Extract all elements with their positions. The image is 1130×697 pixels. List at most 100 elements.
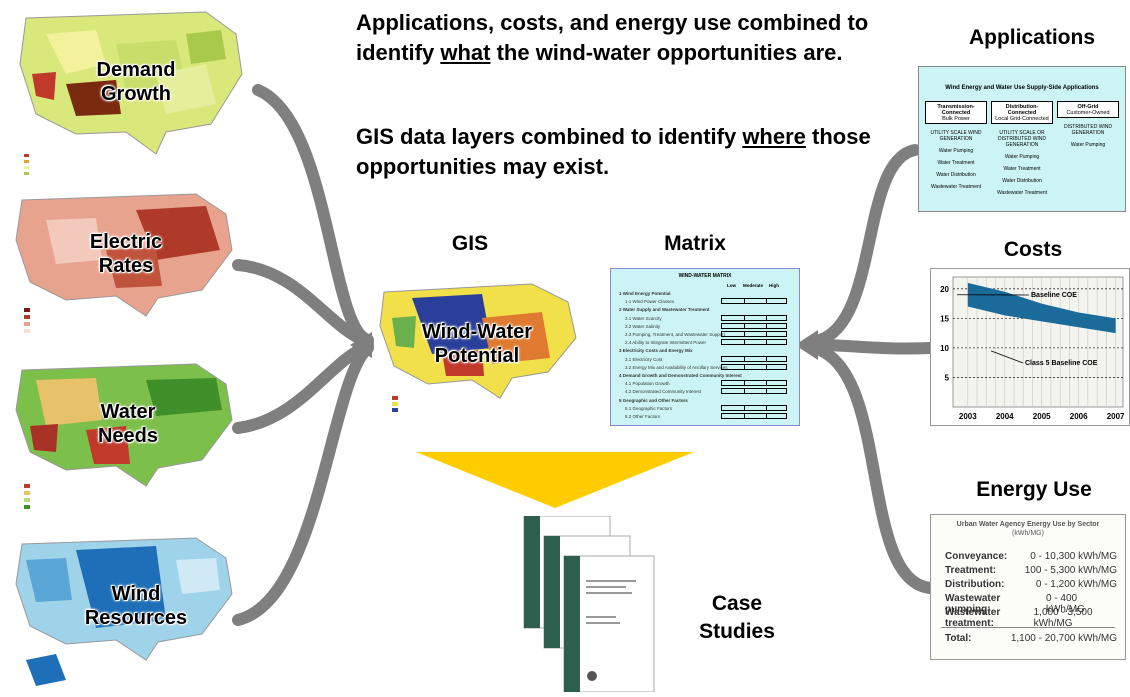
matrix-row-label: 2.3 Pumping, Treatment, and Wastewater S…	[625, 332, 725, 337]
cost-x-tick: 2004	[996, 412, 1014, 421]
case-label-2: Studies	[692, 618, 782, 646]
energy-total-row: Total: 1,100 - 20,700 kWh/MG	[945, 633, 1117, 644]
matrix-row-label: 2 Water Supply and Wastewater Treatment	[619, 307, 709, 312]
applications-column-sub: Bulk Power	[926, 116, 986, 122]
energy-row: Distribution: 0 - 1,200 kWh/MG	[945, 579, 1117, 590]
matrix-row-label: 3.2 Energy Mix and Availability of Ancil…	[625, 365, 727, 370]
energy-row-label: Distribution:	[945, 579, 1004, 590]
matrix-row-label: 3.1 Electricity Cost	[625, 357, 662, 362]
matrix-rating-boxes	[721, 315, 787, 321]
matrix-heading: Matrix	[640, 232, 750, 256]
matrix-col-moderate: Moderate	[743, 283, 763, 288]
intro-where-emphasis: where	[742, 124, 806, 149]
matrix-row-label: 1 Wind Energy Potential	[619, 291, 670, 296]
matrix-row-label: 2.2 Water Salinity	[625, 324, 660, 329]
intro-what-emphasis: what	[440, 40, 490, 65]
applications-item: Water Pumping	[1057, 142, 1119, 148]
energy-row-label: Conveyance:	[945, 551, 1007, 562]
energy-row-value: 1,000 - 3,500 kWh/MG	[1034, 607, 1117, 629]
matrix-rating-boxes	[721, 339, 787, 345]
matrix-row-label: 3 Electricity Costs and Energy Mix	[619, 348, 693, 353]
case-study-document-stack	[520, 516, 660, 692]
cost-x-tick: 2007	[1107, 412, 1125, 421]
matrix-row-label: 4.1 Population Growth	[625, 381, 670, 386]
case-label-1: Case	[692, 590, 782, 618]
matrix-row-label: 4 Demand Growth and Demonstrated Communi…	[619, 373, 742, 378]
costs-heading: Costs	[978, 238, 1088, 262]
matrix-rating-boxes	[721, 323, 787, 329]
matrix-row-label: 2.1 Water Scarcity	[625, 316, 662, 321]
map-label-needs: Needs	[68, 424, 188, 448]
applications-item: Wastewater Treatment	[925, 184, 987, 190]
matrix-row-label: 5.2 Other Factors	[625, 414, 660, 419]
case-studies-label: Case Studies	[692, 590, 782, 646]
cost-y-tick: 15	[940, 314, 949, 323]
cost-x-tick: 2005	[1033, 412, 1051, 421]
matrix-rating-boxes	[721, 388, 787, 394]
applications-item: Water Pumping	[991, 154, 1053, 160]
case-study-documents	[520, 516, 660, 692]
energy-row-label: Wastewater treatment:	[945, 607, 1034, 629]
matrix-rating-boxes	[721, 356, 787, 362]
applications-item: Water Treatment	[991, 166, 1053, 172]
energy-row: Treatment:100 - 5,300 kWh/MG	[945, 565, 1117, 576]
applications-item: UTILITY SCALE WIND GENERATION	[925, 130, 987, 142]
intro-what-tail: the wind-water opportunities are.	[490, 40, 842, 65]
matrix-row-label: 2.4 Ability to Integrate Intermittent Po…	[625, 340, 706, 345]
applications-item: Wastewater Treatment	[991, 190, 1053, 196]
applications-item: Water Distribution	[991, 178, 1053, 184]
energy-subtitle: (kWh/MG)	[931, 530, 1125, 537]
arrow-wind	[238, 348, 368, 620]
intro-what: Applications, costs, and energy use comb…	[356, 8, 876, 68]
matrix-rating-boxes	[721, 364, 787, 370]
matrix-col-high: High	[769, 283, 779, 288]
cost-label-class5: Class 5 Baseline COE	[1025, 360, 1098, 367]
gis-potential-map: Wind-Water Potential	[372, 268, 582, 438]
map-demand-growth: Demand Growth	[6, 4, 264, 184]
cost-x-tick: 2003	[959, 412, 977, 421]
cost-y-tick: 10	[940, 344, 949, 353]
gis-heading: GIS	[430, 232, 510, 256]
energy-total-value: 1,100 - 20,700 kWh/MG	[1011, 633, 1117, 644]
matrix-row-label: 5 Geographic and Other Factors	[619, 398, 688, 403]
map-label-growth: Growth	[76, 82, 196, 106]
matrix-rating-boxes	[721, 413, 787, 419]
applications-column-head: Transmission-Connected	[926, 104, 986, 116]
map-label-electric: Electric	[66, 230, 186, 254]
applications-title: Wind Energy and Water Use Supply-Side Ap…	[925, 85, 1119, 91]
matrix-rating-boxes	[721, 380, 787, 386]
map-electric-rates: Electric Rates	[6, 190, 246, 340]
cost-y-tick: 20	[940, 285, 949, 294]
yellow-funnel	[416, 450, 696, 510]
matrix-col-low: Low	[727, 283, 736, 288]
applications-column-sub: Customer-Owned	[1058, 110, 1118, 116]
matrix-rating-boxes	[721, 405, 787, 411]
matrix-title: WIND-WATER MATRIX	[611, 273, 799, 279]
applications-heading: Applications	[932, 26, 1130, 50]
map-label-water: Water	[68, 400, 188, 424]
applications-column-head: Distribution-Connected	[992, 104, 1052, 116]
applications-item: DISTRIBUTED WIND GENERATION	[1057, 124, 1119, 136]
energy-title: Urban Water Agency Energy Use by Sector	[931, 521, 1125, 528]
matrix-row-label: 5.1 Geographic Factors	[625, 406, 672, 411]
map-label-rates: Rates	[66, 254, 186, 278]
applications-item: Water Pumping	[925, 148, 987, 154]
map-water-needs: Water Needs	[6, 360, 246, 518]
energy-divider	[941, 627, 1115, 628]
intro-where-text: GIS data layers combined to identify	[356, 124, 742, 149]
applications-item: Water Treatment	[925, 160, 987, 166]
matrix-row-label: 1.1 Wind Power Classes	[625, 299, 674, 304]
energy-row-value: 0 - 10,300 kWh/MG	[1030, 551, 1117, 562]
energy-row-value: 0 - 1,200 kWh/MG	[1036, 579, 1117, 590]
energy-use-heading: Energy Use	[944, 478, 1124, 502]
applications-column-sub: Local Grid-Connected	[992, 116, 1052, 122]
map-label-resources: Resources	[76, 606, 196, 630]
cost-y-tick: 5	[945, 373, 950, 382]
gis-label-wind-water: Wind-Water	[402, 320, 552, 344]
matrix-card: WIND-WATER MATRIX Low Moderate High 1 Wi…	[610, 268, 800, 426]
